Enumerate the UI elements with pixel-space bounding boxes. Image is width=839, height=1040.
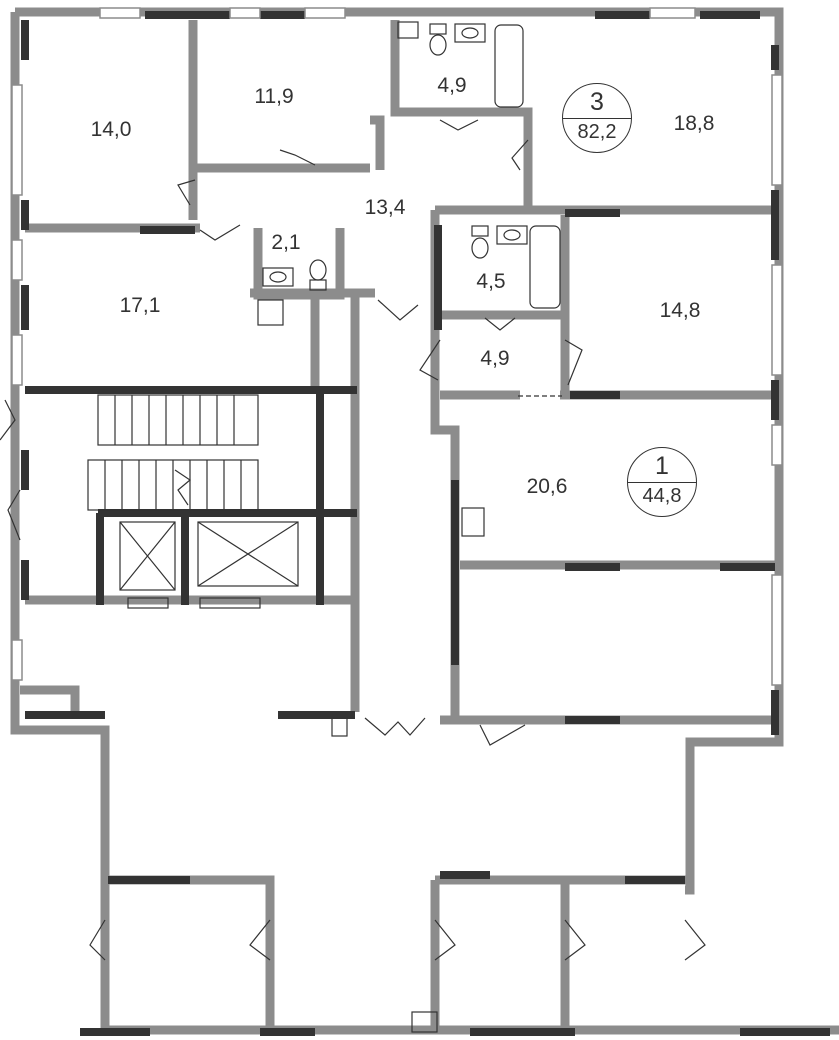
room-area-label: 18,8 xyxy=(673,112,715,135)
room-area-label: 17,1 xyxy=(119,294,161,317)
room-area-label: 13,4 xyxy=(364,196,406,219)
badge-divider xyxy=(628,482,696,483)
room-area-label: 20,6 xyxy=(526,475,568,498)
room-area-label: 11,9 xyxy=(254,85,294,108)
apartment-badge: 3 82,2 xyxy=(562,83,632,153)
apartment-badge: 1 44,8 xyxy=(627,447,697,517)
badge-divider xyxy=(563,118,631,119)
apartment-area: 44,8 xyxy=(642,485,682,507)
room-area-label: 2,1 xyxy=(271,231,301,254)
room-area-label: 4,5 xyxy=(476,270,506,293)
room-area-label: 14,0 xyxy=(90,118,132,141)
apartment-rooms: 1 xyxy=(655,452,669,480)
room-area-label: 14,8 xyxy=(659,299,701,322)
apartment-rooms: 3 xyxy=(590,88,604,116)
room-area-label: 4,9 xyxy=(480,347,510,370)
apartment-area: 82,2 xyxy=(577,121,617,143)
room-area-label: 4,9 xyxy=(437,74,467,97)
